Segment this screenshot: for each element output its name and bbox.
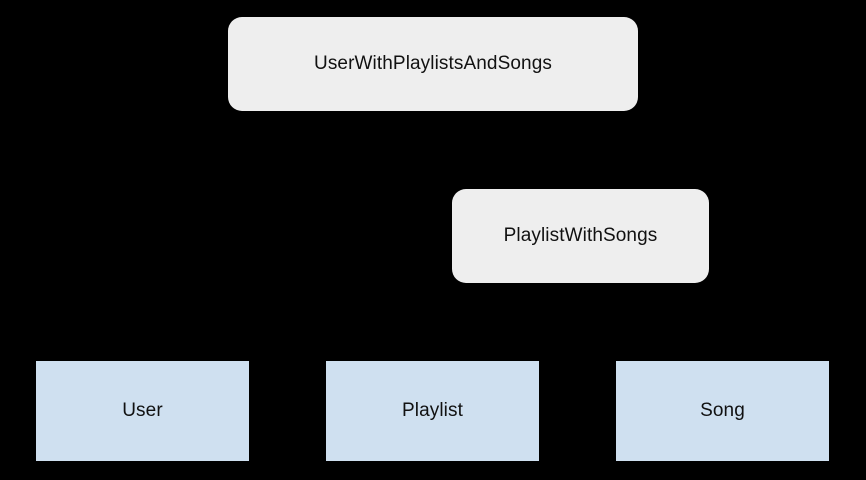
node-user[interactable]: User (36, 361, 249, 461)
node-song[interactable]: Song (616, 361, 829, 461)
node-label-song: Song (700, 399, 745, 421)
node-playlist-with-songs[interactable]: PlaylistWithSongs (452, 189, 709, 283)
node-label-user-with-playlists-and-songs: UserWithPlaylistsAndSongs (314, 52, 552, 74)
node-user-with-playlists-and-songs[interactable]: UserWithPlaylistsAndSongs (228, 17, 638, 111)
node-label-playlist: Playlist (402, 399, 463, 421)
node-playlist[interactable]: Playlist (326, 361, 539, 461)
node-label-user: User (122, 399, 163, 421)
node-label-playlist-with-songs: PlaylistWithSongs (503, 224, 658, 246)
